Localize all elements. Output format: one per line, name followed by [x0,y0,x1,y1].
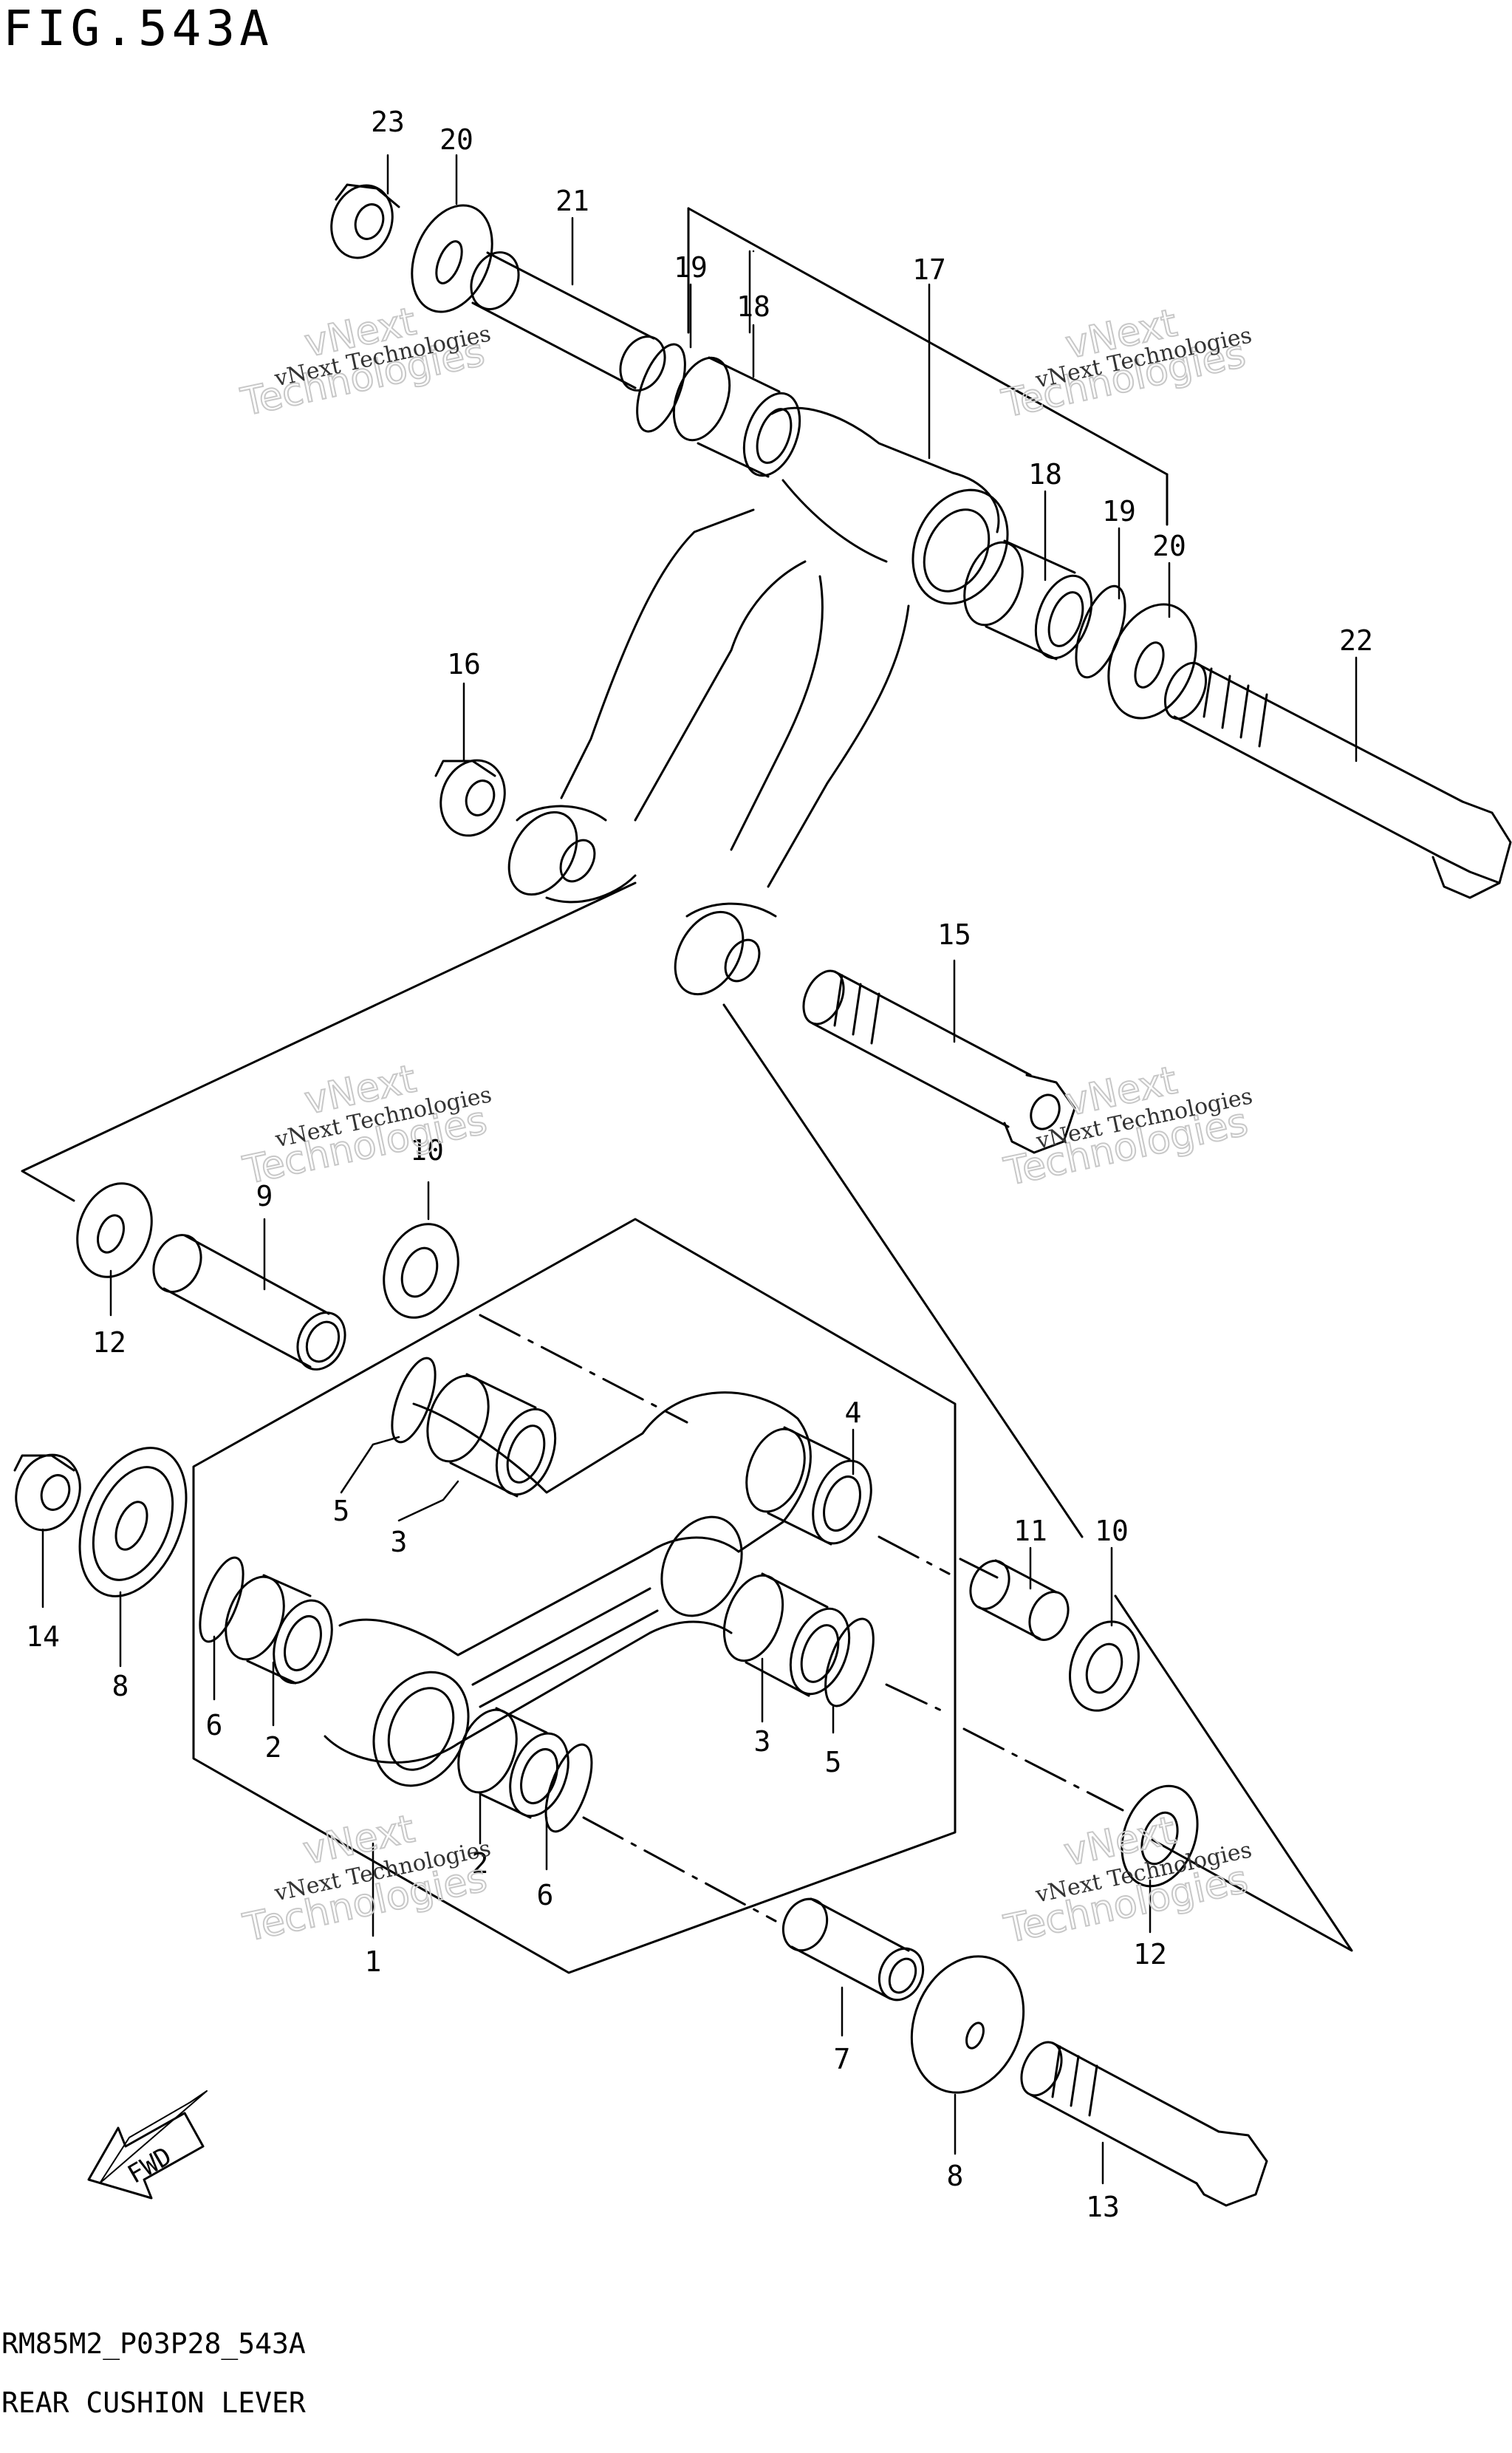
callout-18-top: 18 [736,290,770,323]
figure-title: FIG.543A [3,0,273,57]
callout-numbers: 23 20 21 19 18 17 18 19 20 22 16 15 10 9… [26,106,1373,2223]
watermark-mid-left: vNext Technologies vNext Technologies [239,1056,494,1194]
bracket-line [687,207,1169,476]
leader-line-left [21,881,637,1202]
callout-7: 7 [834,2043,851,2075]
diagram-code: RM85M2_P03P28_543A [1,2327,306,2360]
callout-16: 16 [447,648,481,680]
callout-3-upper: 3 [391,1526,408,1558]
fwd-arrow-icon [87,2090,208,2200]
callout-12-right: 12 [1133,1938,1167,1971]
part-5-seal-right [824,1617,875,1707]
watermark-bottom-right: vNext Technologies vNext Technologies [999,1808,1253,1953]
part-8-washer-right [910,1955,1025,2094]
part-10-seal-upper [383,1223,459,1319]
callout-2-lower: 2 [472,1847,489,1880]
callout-17: 17 [912,253,946,286]
callout-18-right: 18 [1028,458,1062,491]
part-9-spacer [152,1234,346,1371]
watermark-mid-right: vNext Technologies vNext Technologies [999,1057,1255,1195]
part-1-rod [324,1391,812,1787]
part-14-nut [13,1453,81,1532]
part-7-spacer [781,1897,925,2002]
callout-5-right: 5 [825,1746,842,1778]
part-3-bearing-right [722,1572,851,1697]
leader-line-right [1114,1594,1353,1952]
callout-11: 11 [1013,1515,1047,1547]
part-4-bearing [745,1426,872,1546]
callout-8-right: 8 [947,2160,964,2192]
part-6-seal-lower [544,1743,593,1833]
callout-1: 1 [365,1945,382,1978]
diagram-subtitle: REAR CUSHION LEVER [1,2387,306,2419]
callout-2-left: 2 [265,1731,282,1764]
callout-23: 23 [371,106,405,138]
part-19-seal-upper-left [636,343,686,433]
callout-13: 13 [1086,2191,1120,2223]
part-8-washer-left [78,1447,188,1597]
part-21-spacer [470,251,666,392]
callout-14: 14 [26,1620,60,1653]
callout-6-left: 6 [206,1709,223,1741]
callout-9: 9 [256,1180,273,1212]
callout-leaders [41,154,1358,2185]
part-5-seal-upper [391,1357,437,1444]
part-12-washer-right [1121,1784,1199,1888]
callout-8-left: 8 [112,1670,129,1702]
part-16-nut [434,759,506,837]
watermark-top-right: vNext Technologies vNext Technologies [997,300,1254,427]
part-20-washer [411,204,493,313]
part-3-bearing-upper [426,1373,557,1498]
callout-12-left: 12 [92,1326,126,1359]
axis-lines [479,1314,1124,1923]
part-11-spacer [969,1559,1070,1641]
callout-20-right: 20 [1152,530,1186,562]
watermark-bottom-left: vNext Technologies vNext Technologies [239,1807,493,1951]
callout-20-top: 20 [439,123,473,156]
part-22-bolt [1163,661,1512,899]
callout-22: 22 [1339,624,1373,657]
callout-21: 21 [555,185,589,217]
part-13-bolt [1020,2041,1268,2207]
callout-19-right: 19 [1102,495,1136,528]
callout-3-right: 3 [754,1725,771,1758]
part-15-bolt [802,969,1076,1154]
callout-4: 4 [845,1396,862,1429]
callout-15: 15 [937,918,971,951]
part-17-cushion-lever [507,406,1009,996]
callout-6-lower: 6 [537,1879,554,1911]
part-2-bearing-left [225,1574,333,1685]
part-23-cap-nut [330,183,400,259]
callout-10-upper: 10 [410,1134,444,1167]
lower-bracket-box [192,1218,957,1974]
part-10-seal-lower [1069,1620,1140,1712]
leader-line-center [722,1003,1084,1538]
callout-19-top: 19 [674,251,708,284]
callout-10-lower: 10 [1095,1515,1129,1547]
part-6-seal-left [199,1556,244,1643]
part-20-washer-right [1107,603,1197,720]
part-12-washer-left [76,1182,153,1278]
callout-5-upper: 5 [333,1495,350,1527]
part-18-bearing-upper-right [963,539,1093,661]
fwd-label: FWD [123,2141,177,2189]
part-2-bearing-lower [457,1707,569,1819]
